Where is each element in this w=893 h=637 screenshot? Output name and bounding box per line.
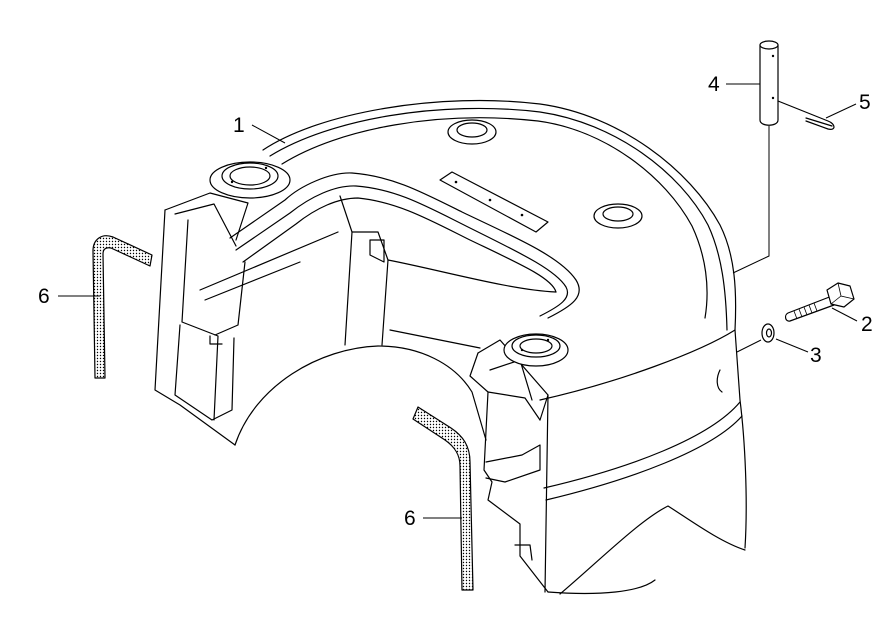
callout-3: 3 bbox=[810, 344, 822, 367]
counterweight-body bbox=[154, 99, 747, 595]
callout-1: 1 bbox=[233, 114, 245, 137]
nameplate bbox=[439, 171, 549, 233]
callout-6-left: 6 bbox=[38, 285, 50, 308]
boss-left bbox=[209, 161, 291, 199]
bar-left bbox=[92, 235, 153, 379]
pin bbox=[759, 40, 779, 126]
boss-right bbox=[593, 203, 643, 229]
callout-2: 2 bbox=[861, 313, 873, 336]
callout-5: 5 bbox=[859, 91, 871, 114]
leader-lines bbox=[58, 83, 858, 519]
boss-front bbox=[503, 333, 569, 367]
callout-4: 4 bbox=[708, 73, 720, 96]
cotter-pin bbox=[777, 100, 835, 130]
washer bbox=[761, 323, 775, 343]
boss-back bbox=[447, 119, 497, 145]
callout-6-bottom: 6 bbox=[404, 507, 416, 530]
bar-bottom bbox=[412, 406, 474, 591]
bolt bbox=[784, 282, 855, 322]
